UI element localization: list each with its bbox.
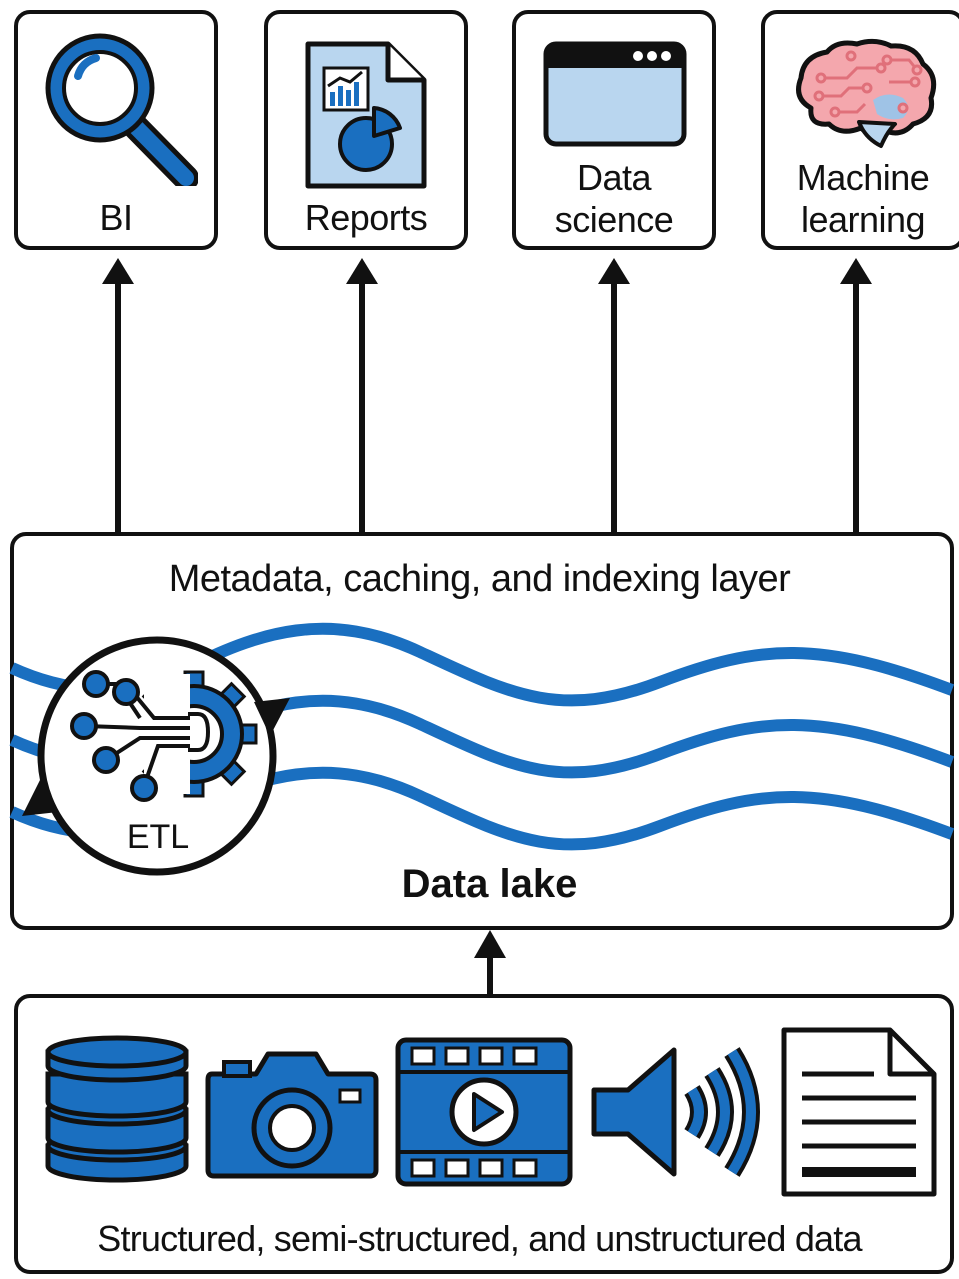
reports-label: Reports xyxy=(304,197,428,238)
machine-learning-label-line2: learning xyxy=(800,199,926,240)
browser-window-icon xyxy=(542,40,688,148)
video-film-icon xyxy=(394,1036,574,1188)
magnifier-icon xyxy=(38,26,198,186)
data-lake-label: Data lake xyxy=(401,862,578,906)
etl-label: ETL xyxy=(126,818,190,856)
bi-label: BI xyxy=(99,197,133,238)
database-icon xyxy=(44,1034,190,1184)
data-science-box: Data science xyxy=(512,10,716,250)
data-science-label-line2: science xyxy=(554,199,674,240)
bi-box: BI xyxy=(14,10,218,250)
data-sources-caption: Structured, semi-structured, and unstruc… xyxy=(97,1218,862,1259)
report-document-icon xyxy=(304,40,428,190)
data-science-label-line1: Data xyxy=(576,157,652,198)
audio-speaker-icon xyxy=(588,1036,768,1188)
etl-icon xyxy=(22,626,292,886)
reports-box: Reports xyxy=(264,10,468,250)
metadata-layer-title: Metadata, caching, and indexing layer xyxy=(168,558,791,600)
machine-learning-label-line1: Machine xyxy=(796,157,930,198)
camera-icon xyxy=(204,1046,380,1180)
text-document-icon xyxy=(778,1024,940,1200)
machine-learning-box: Machine learning xyxy=(761,10,959,250)
brain-icon xyxy=(791,38,941,154)
